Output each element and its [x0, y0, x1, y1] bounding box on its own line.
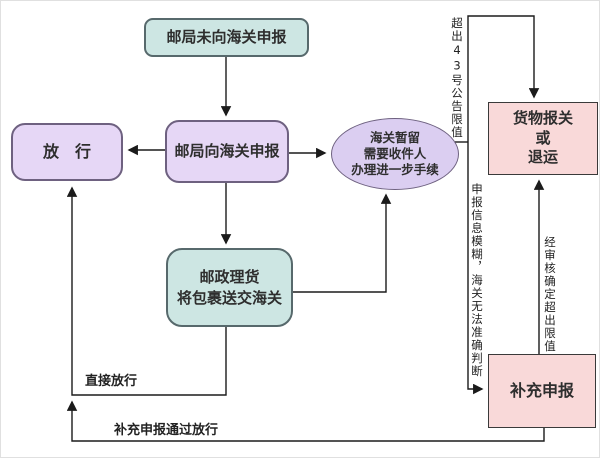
node-cargo-declare-or-return: 货物报关 或 退运: [488, 102, 598, 175]
node-postal-tally: 邮政理货 将包裹送交海关: [166, 248, 293, 327]
edge-label-supplement-release: 补充申报通过放行: [114, 423, 219, 438]
node-cargo-line1: 货物报关: [512, 109, 573, 128]
edge-label-direct-release: 直接放行: [85, 374, 138, 389]
node-release: 放 行: [11, 123, 123, 181]
node-customs-detain: 海关暂留 需要收件人 办理进一步手续: [331, 118, 459, 190]
node-post-office-declare: 邮局向海关申报: [165, 120, 289, 183]
edge-tally-to-detain: [293, 193, 392, 293]
node-post-office-no-declare-label: 邮局未向海关申报: [166, 28, 287, 47]
node-cargo-line2: 或: [535, 128, 551, 147]
node-supplementary-declare: 补充申报: [488, 354, 596, 428]
node-customs-detain-line3: 办理进一步手续: [351, 162, 439, 178]
node-customs-detain-line2: 需要收件人: [363, 145, 427, 161]
node-supplementary-declare-label: 补充申报: [509, 381, 574, 401]
node-cargo-line3: 退运: [527, 148, 558, 167]
node-postal-tally-line1: 邮政理货: [199, 268, 260, 287]
edge-label-vague-info: 申报信息模糊，海关无法准确判断: [470, 183, 484, 378]
node-post-office-no-declare: 邮局未向海关申报: [144, 18, 309, 57]
edge-label-confirmed-exceed: 经审核确定超出限值: [543, 236, 557, 353]
edge-label-exceed-limit: 超出43号公告限值: [450, 17, 464, 139]
node-customs-detain-line1: 海关暂留: [369, 129, 420, 145]
node-post-office-declare-label: 邮局向海关申报: [174, 142, 280, 161]
node-release-label: 放 行: [42, 142, 91, 162]
node-postal-tally-line2: 将包裹送交海关: [176, 288, 282, 307]
